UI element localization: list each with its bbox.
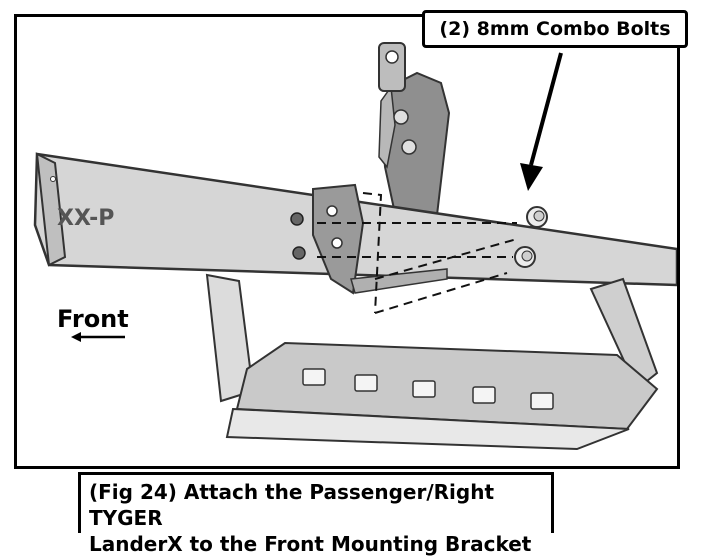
figure-frame: XX-P (14, 14, 680, 469)
assembly-illustration: XX-P (33, 42, 677, 451)
alignment-guides (317, 192, 518, 314)
combo-bolts-callout: (2) 8mm Combo Bolts (422, 10, 688, 48)
plate-hole-lower (331, 237, 343, 249)
plate-hole-upper (326, 205, 338, 217)
bracket-top-tab (378, 42, 406, 92)
tread-cleats (302, 368, 554, 410)
combo-bolt-lower-hex (521, 250, 533, 262)
callout-arrow-shaft (529, 52, 563, 166)
step-tread-front-edge (225, 407, 630, 451)
part-label: XX-P (57, 206, 114, 231)
combo-bolt-upper-hex (533, 210, 545, 222)
plate-bolt-lower (292, 246, 306, 260)
front-label: Front (57, 305, 129, 333)
front-arrow-head (71, 332, 81, 342)
caption-line-2: LanderX to the Front Mounting Bracket (89, 532, 532, 556)
callout-arrow-head (520, 163, 543, 191)
caption-line-1: (Fig 24) Attach the Passenger/Right TYGE… (89, 480, 494, 530)
bracket-nut-upper (393, 109, 409, 125)
figure-caption: (Fig 24) Attach the Passenger/Right TYGE… (78, 472, 554, 556)
rail-drain-hole (50, 176, 56, 182)
plate-bolt-upper (290, 212, 304, 226)
rail-mount-foot (350, 268, 448, 294)
step-rail-end-cap (35, 152, 67, 267)
bracket-nut-lower (401, 139, 417, 155)
step-support-right (589, 277, 659, 391)
bracket-top-hole (385, 50, 399, 64)
